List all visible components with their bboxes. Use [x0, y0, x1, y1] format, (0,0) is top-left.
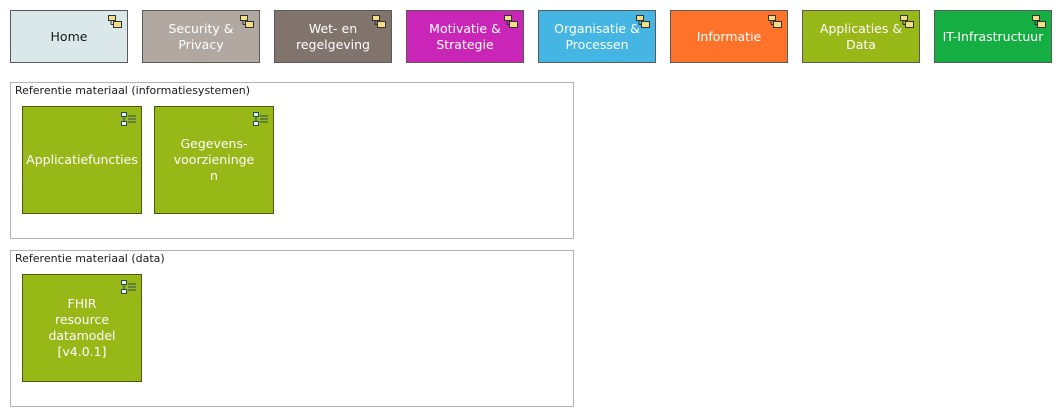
grouping-icon — [900, 15, 914, 28]
nav-label: Informatie — [696, 28, 762, 44]
nav-tile-organisatie-processen[interactable]: Organisatie & Processen — [538, 10, 656, 63]
nav-label: Wet- en regelgeving — [295, 20, 370, 52]
grouping-icon — [1032, 15, 1046, 28]
nav-label: Security & Privacy — [168, 20, 234, 52]
card-label: Gegevens-voorzieningen — [173, 136, 255, 183]
grouping-icon — [768, 15, 782, 28]
nav-label: Motivatie & Strategie — [429, 20, 501, 52]
card-gegevensvoorzieningen[interactable]: Gegevens-voorzieningen — [154, 106, 274, 214]
group-informatiesystemen: Referentie materiaal (informatiesystemen… — [10, 82, 574, 239]
application-collaboration-icon — [253, 112, 268, 126]
nav-tile-informatie[interactable]: Informatie — [670, 10, 788, 63]
card-label: FHIR resource datamodel [v4.0.1] — [48, 296, 116, 359]
group-title: Referentie materiaal (data) — [15, 252, 165, 265]
grouping-icon — [108, 15, 122, 28]
nav-label: Applicaties & Data — [819, 20, 903, 52]
nav-tile-home[interactable]: Home — [10, 10, 128, 63]
grouping-icon — [504, 15, 518, 28]
group-data: Referentie materiaal (data) FHIR resourc… — [10, 250, 574, 407]
nav-label: Organisatie & Processen — [554, 20, 640, 52]
card-label: Applicatiefuncties — [26, 152, 138, 167]
grouping-icon — [636, 15, 650, 28]
nav-tile-wet-regelgeving[interactable]: Wet- en regelgeving — [274, 10, 392, 63]
grouping-icon — [372, 15, 386, 28]
application-collaboration-icon — [121, 112, 136, 126]
grouping-icon — [240, 15, 254, 28]
nav-label: IT-Infrastructuur — [942, 28, 1044, 44]
group-title: Referentie materiaal (informatiesystemen… — [15, 84, 251, 97]
nav-label: Home — [50, 28, 88, 44]
nav-tile-it-infrastructuur[interactable]: IT-Infrastructuur — [934, 10, 1052, 63]
nav-tile-security-privacy[interactable]: Security & Privacy — [142, 10, 260, 63]
application-collaboration-icon — [121, 280, 136, 294]
nav-tile-motivatie-strategie[interactable]: Motivatie & Strategie — [406, 10, 524, 63]
card-applicatiefuncties[interactable]: Applicatiefuncties — [22, 106, 142, 214]
card-fhir-resource-datamodel[interactable]: FHIR resource datamodel [v4.0.1] — [22, 274, 142, 382]
nav-tile-applicaties-data[interactable]: Applicaties & Data — [802, 10, 920, 63]
